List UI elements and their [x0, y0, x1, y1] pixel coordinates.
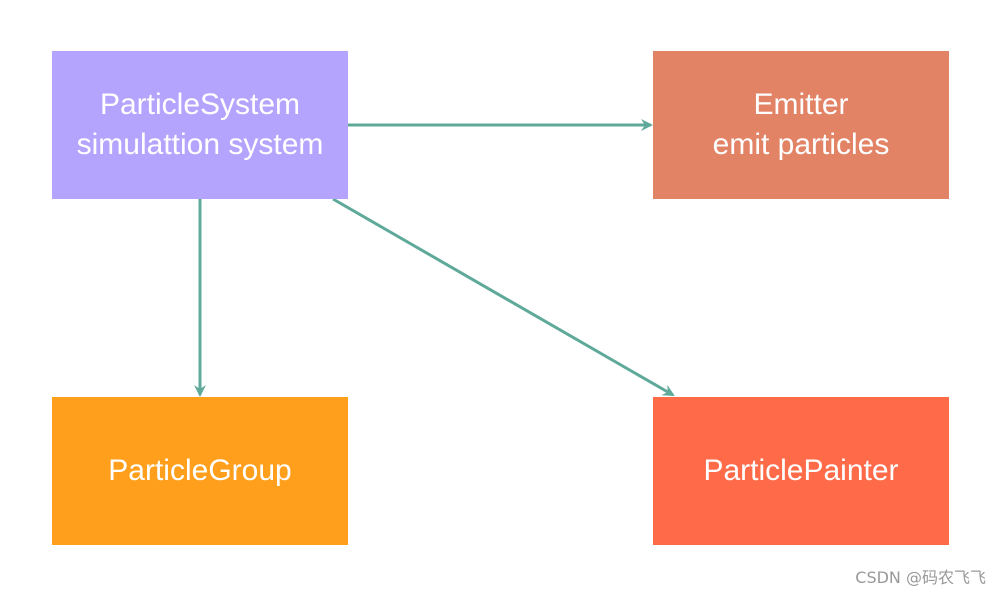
- particle-painter-title: ParticlePainter: [703, 454, 899, 487]
- particle-group-title: ParticleGroup: [108, 454, 292, 487]
- arrow-system-to-painter: [332, 197, 675, 397]
- particle-system-subtitle: simulattion system: [76, 128, 324, 161]
- particle-system-node: ParticleSystem simulattion system: [52, 51, 348, 199]
- particle-system-title: ParticleSystem: [99, 88, 301, 121]
- emitter-node: Emitter emit particles: [653, 51, 949, 199]
- watermark: CSDN @码农飞飞: [855, 568, 986, 587]
- particle-painter-node: ParticlePainter: [653, 397, 949, 545]
- emitter-subtitle: emit particles: [712, 128, 890, 161]
- particle-group-node: ParticleGroup: [52, 397, 348, 545]
- emitter-title: Emitter: [753, 88, 849, 121]
